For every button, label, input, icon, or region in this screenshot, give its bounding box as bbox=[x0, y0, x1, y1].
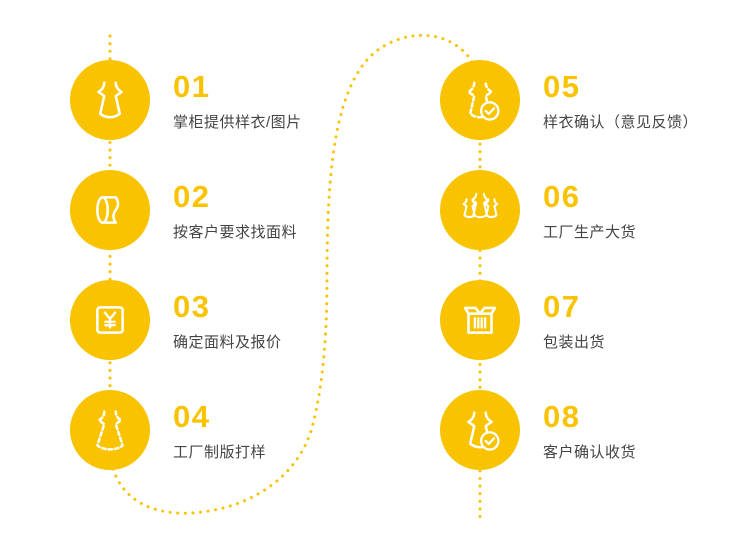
step-number: 08 bbox=[543, 399, 581, 434]
step-label: 包装出货 bbox=[543, 334, 606, 351]
mass-production-icon bbox=[457, 187, 503, 233]
step-01: 01 掌柜提供样衣/图片 bbox=[70, 60, 302, 140]
step-07: 07 包装出货 bbox=[440, 280, 605, 360]
connector-curve bbox=[108, 33, 482, 520]
step-label: 样衣确认（意见反馈） bbox=[543, 114, 699, 131]
step-label: 客户确认收货 bbox=[543, 444, 637, 461]
step-02: 02 按客户要求找面料 bbox=[70, 170, 297, 250]
step-number: 05 bbox=[543, 69, 581, 104]
step-05: 05 样衣确认（意见反馈） bbox=[440, 60, 698, 140]
step-circle bbox=[70, 60, 150, 140]
step-circle bbox=[70, 280, 150, 360]
pattern-gown-icon bbox=[96, 410, 124, 451]
step-number: 01 bbox=[173, 69, 211, 104]
package-box-icon bbox=[463, 306, 497, 334]
step-label: 工厂制版打样 bbox=[173, 444, 267, 461]
step-number: 04 bbox=[173, 399, 211, 434]
step-number: 06 bbox=[543, 179, 581, 214]
step-06: 06 工厂生产大货 bbox=[440, 170, 636, 250]
step-circle bbox=[440, 390, 520, 470]
step-label: 确定面料及报价 bbox=[173, 334, 282, 351]
step-circle bbox=[440, 60, 520, 140]
yuan-price-icon bbox=[96, 306, 124, 334]
step-03: 03 确定面料及报价 bbox=[70, 280, 282, 360]
step-08: 08 客户确认收货 bbox=[440, 390, 636, 470]
step-label: 按客户要求找面料 bbox=[173, 224, 298, 241]
step-number: 02 bbox=[173, 179, 211, 214]
receive-confirm-icon bbox=[467, 411, 500, 451]
step-circle bbox=[70, 390, 150, 470]
step-label: 掌柜提供样衣/图片 bbox=[173, 114, 302, 131]
step-04: 04 工厂制版打样 bbox=[70, 390, 266, 470]
step-label: 工厂生产大货 bbox=[543, 224, 637, 241]
dress-icon bbox=[97, 81, 123, 119]
step-number: 07 bbox=[543, 289, 581, 324]
step-circle bbox=[440, 170, 520, 250]
step-circle bbox=[70, 170, 150, 250]
fabric-roll-icon bbox=[96, 196, 120, 224]
sample-confirm-icon bbox=[467, 81, 500, 121]
step-circle bbox=[440, 280, 520, 360]
step-number: 03 bbox=[173, 289, 211, 324]
